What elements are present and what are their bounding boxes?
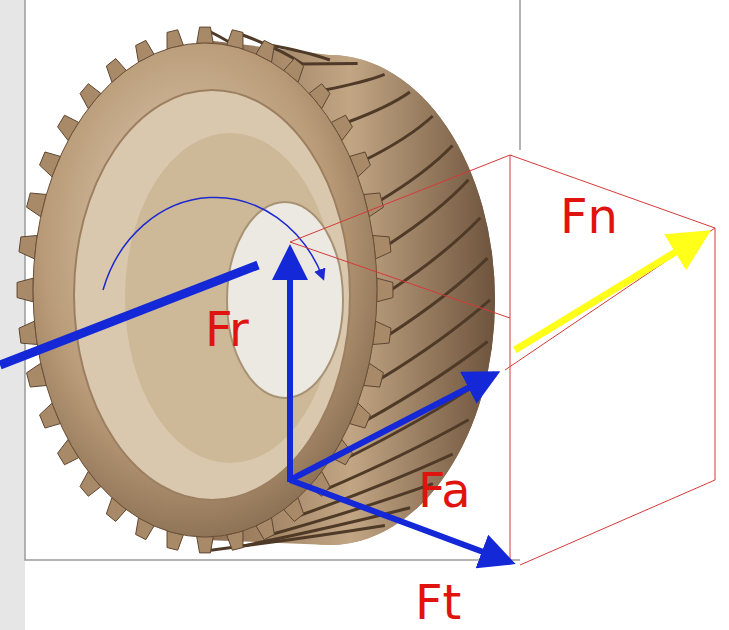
helical-tooth [325,74,385,90]
axial-force-arrow [290,374,495,480]
normal-force-arrow [515,234,705,350]
gear-tooth [377,278,393,302]
helical-tooth [388,258,487,335]
gear-tooth [197,27,214,43]
frame-line [25,0,520,560]
force-label: Ft [415,578,461,626]
gear-tooth [17,278,33,302]
helical-tooth [380,300,490,379]
helical-tooth [298,62,358,65]
helical-gear [17,27,495,553]
axis-line [0,265,258,365]
bore [227,202,343,398]
helical-tooth [366,116,433,159]
helical-tooth [269,45,330,60]
force-label: Fr [205,305,249,353]
force-label: Fn [560,192,618,240]
force-label: Fa [418,466,471,514]
helical-tooth [388,180,468,245]
tangential-force-arrow [290,480,510,562]
radial-force-arrow [287,250,293,482]
gear-tooth [197,537,214,553]
hub-ring [74,90,350,500]
helical-tooth [347,92,409,122]
side-panel [0,0,25,630]
helical-tooth [391,218,480,290]
frame-line [519,0,521,150]
force-box [290,155,715,565]
